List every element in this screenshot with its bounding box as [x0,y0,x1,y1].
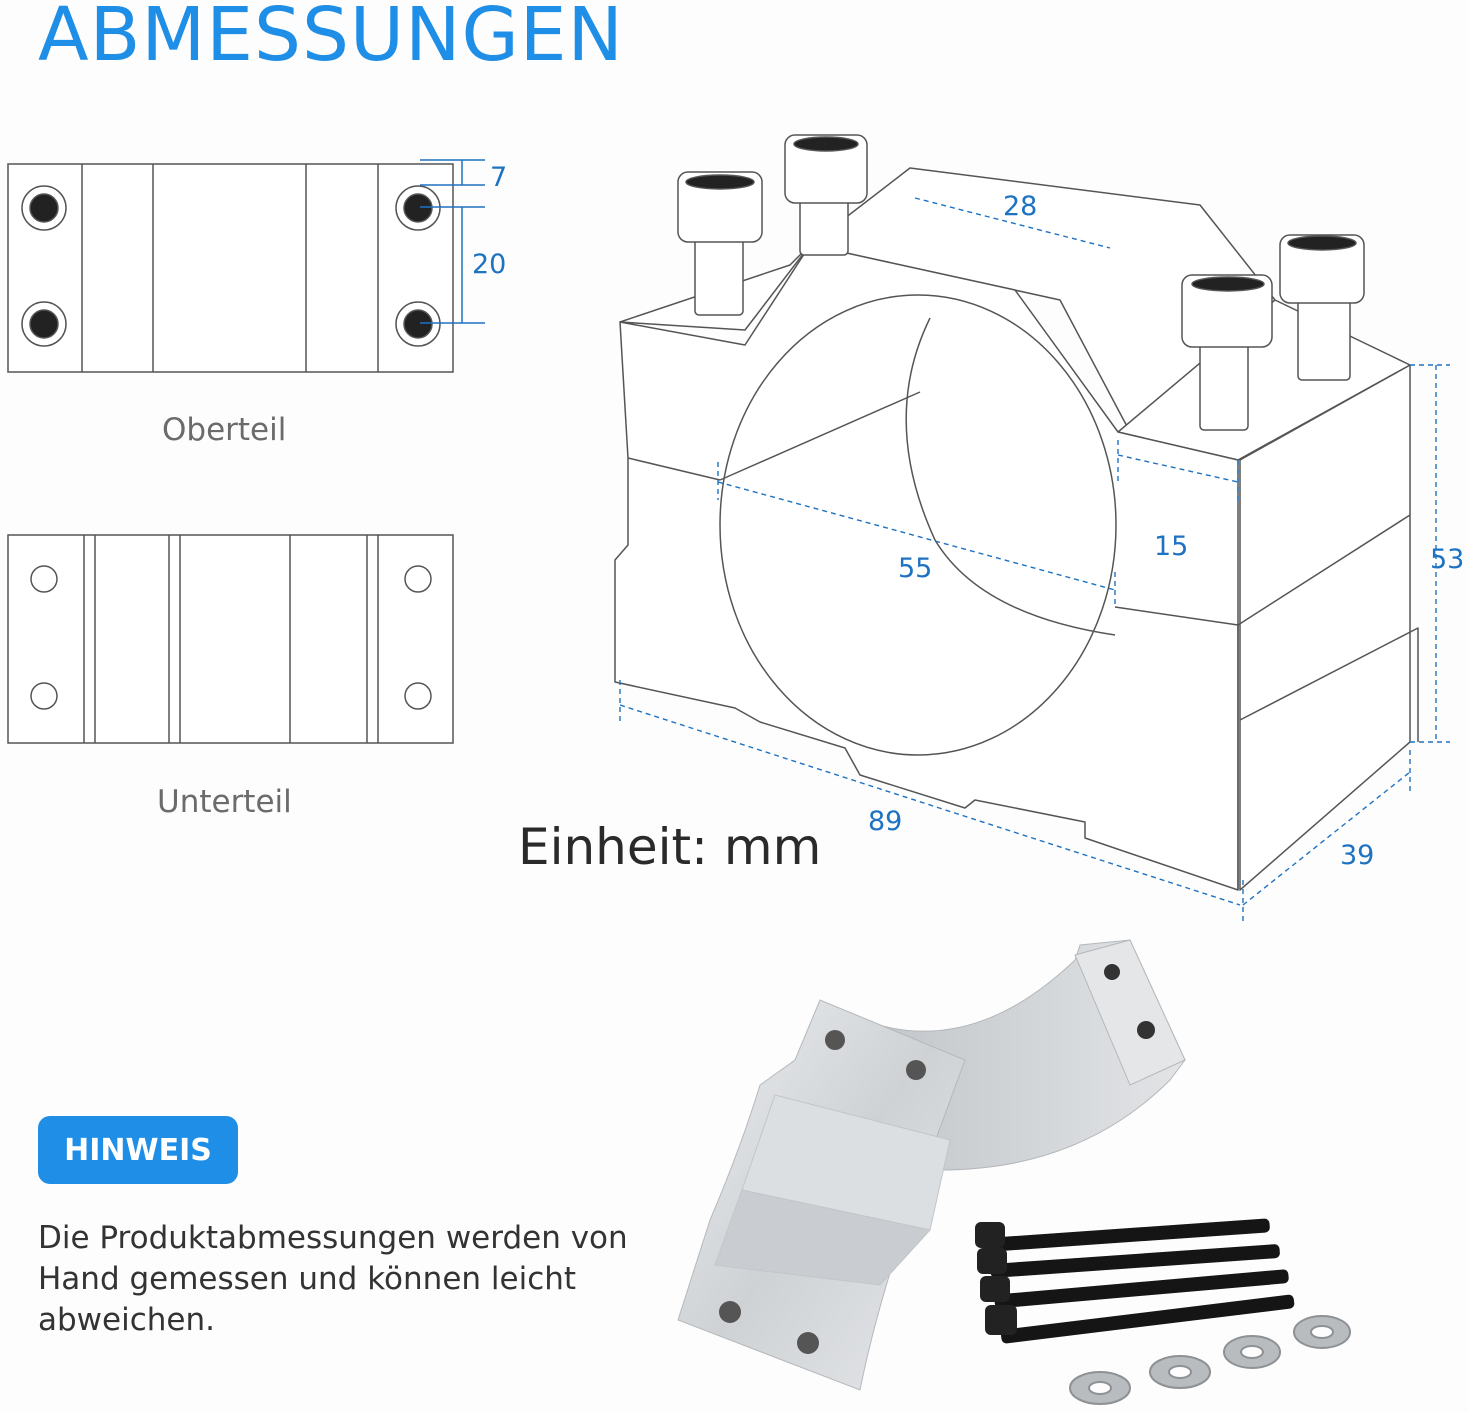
washer-icon [1149,1355,1211,1389]
bottom-view-caption: Unterteil [157,784,292,820]
washer-icon [1223,1335,1281,1369]
washers [1069,1315,1351,1405]
dim-edge: 7 [490,162,507,193]
bolt-icon [1181,274,1273,431]
bolt-icon [1279,234,1365,381]
bolts-set [975,1218,1295,1344]
top-view-dimensions [420,159,485,324]
clamp-photo [677,939,1186,1391]
isometric-clamp [614,134,1419,891]
iso-dimension-lines [619,197,1450,925]
washer-icon [1293,1315,1351,1349]
dim-height: 53 [1430,544,1464,575]
top-view-plate [7,163,454,373]
bolt-icon [975,1218,1270,1252]
top-view-caption: Oberteil [162,412,287,448]
dim-step-width: 15 [1154,531,1188,562]
bolt-icon [985,1294,1295,1344]
unit-label: Einheit: mm [518,818,822,876]
bolt-icon [980,1269,1289,1309]
bolt-icon [784,134,868,256]
bottom-view-plate [7,534,454,744]
dim-top-width: 28 [1003,191,1037,222]
washer-icon [1069,1371,1131,1405]
bolt-icon [677,171,763,316]
dim-inner-diameter: 55 [898,553,932,584]
hint-badge: HINWEIS [38,1116,238,1184]
page-title: ABMESSUNGEN [38,0,624,78]
dim-pitch: 20 [472,249,506,280]
bolt-icon [977,1244,1280,1278]
hint-text: Die Produktabmessungen werden von Hand g… [38,1220,628,1338]
dim-length: 89 [868,806,902,837]
dim-depth: 39 [1340,840,1374,871]
